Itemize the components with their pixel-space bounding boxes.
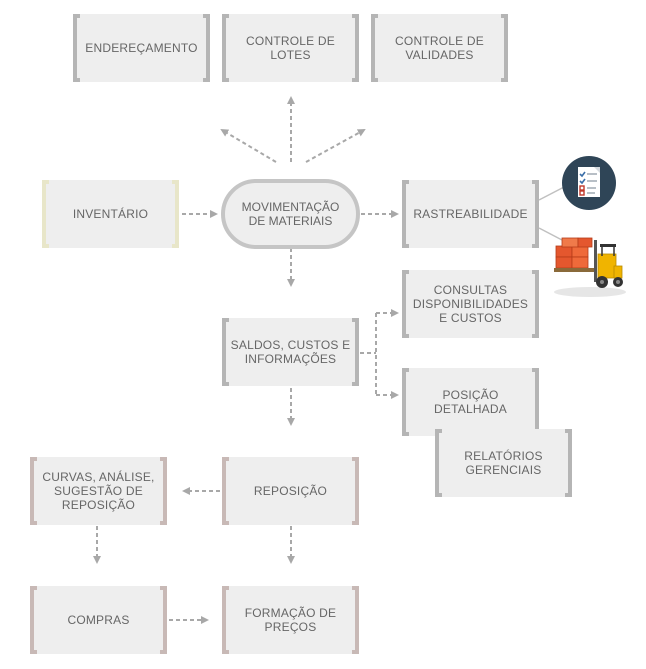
node-label: RASTREABILIDADE [413,207,528,221]
node-movimentacao-de-materiais: MOVIMENTAÇÃO DE MATERIAIS [221,179,360,249]
node-label: MOVIMENTAÇÃO DE MATERIAIS [241,200,340,228]
link-rastreabilidade-checklist [538,185,567,201]
node-compras: COMPRAS [30,586,167,654]
forklift-icon [554,237,626,297]
link-rastreabilidade-forklift [538,227,563,241]
node-label: CONSULTAS DISPONIBILIDADES E CUSTOS [412,283,529,325]
node-formacao-de-precos: FORMAÇÃO DE PREÇOS [222,586,359,654]
node-label: CURVAS, ANÁLISE, SUGESTÃO DE REPOSIÇÃO [42,470,155,512]
node-label: FORMAÇÃO DE PREÇOS [244,606,337,634]
node-curvas-analise: CURVAS, ANÁLISE, SUGESTÃO DE REPOSIÇÃO [30,457,167,525]
node-label: CONTROLE DE VALIDADES [395,34,484,62]
node-relatorios-gerenciais: RELATÓRIOS GERENCIAIS [435,429,572,497]
arrow-mov-to-validades [305,129,366,163]
node-label: SALDOS, CUSTOS E INFORMAÇÕES [230,338,351,366]
node-controle-de-validades: CONTROLE DE VALIDADES [371,14,508,82]
node-saldos-custos: SALDOS, CUSTOS E INFORMAÇÕES [222,318,359,386]
node-label: CONTROLE DE LOTES [246,34,335,62]
node-label: RELATÓRIOS GERENCIAIS [464,449,543,477]
node-rastreabilidade: RASTREABILIDADE [402,180,539,248]
node-label: POSIÇÃO DETALHADA [434,388,507,416]
node-posicao-detalhada: POSIÇÃO DETALHADA [402,368,539,436]
checklist-icon [562,156,616,210]
node-label: COMPRAS [67,613,130,627]
node-inventario: INVENTÁRIO [42,180,179,248]
node-label: INVENTÁRIO [72,207,149,221]
node-controle-de-lotes: CONTROLE DE LOTES [222,14,359,82]
node-reposicao: REPOSIÇÃO [222,457,359,525]
node-enderecamento: ENDEREÇAMENTO [73,14,210,82]
node-label: ENDEREÇAMENTO [85,41,198,55]
node-consultas: CONSULTAS DISPONIBILIDADES E CUSTOS [402,270,539,338]
node-label: REPOSIÇÃO [253,484,328,498]
arrow-mov-to-enderecamento [220,128,277,163]
